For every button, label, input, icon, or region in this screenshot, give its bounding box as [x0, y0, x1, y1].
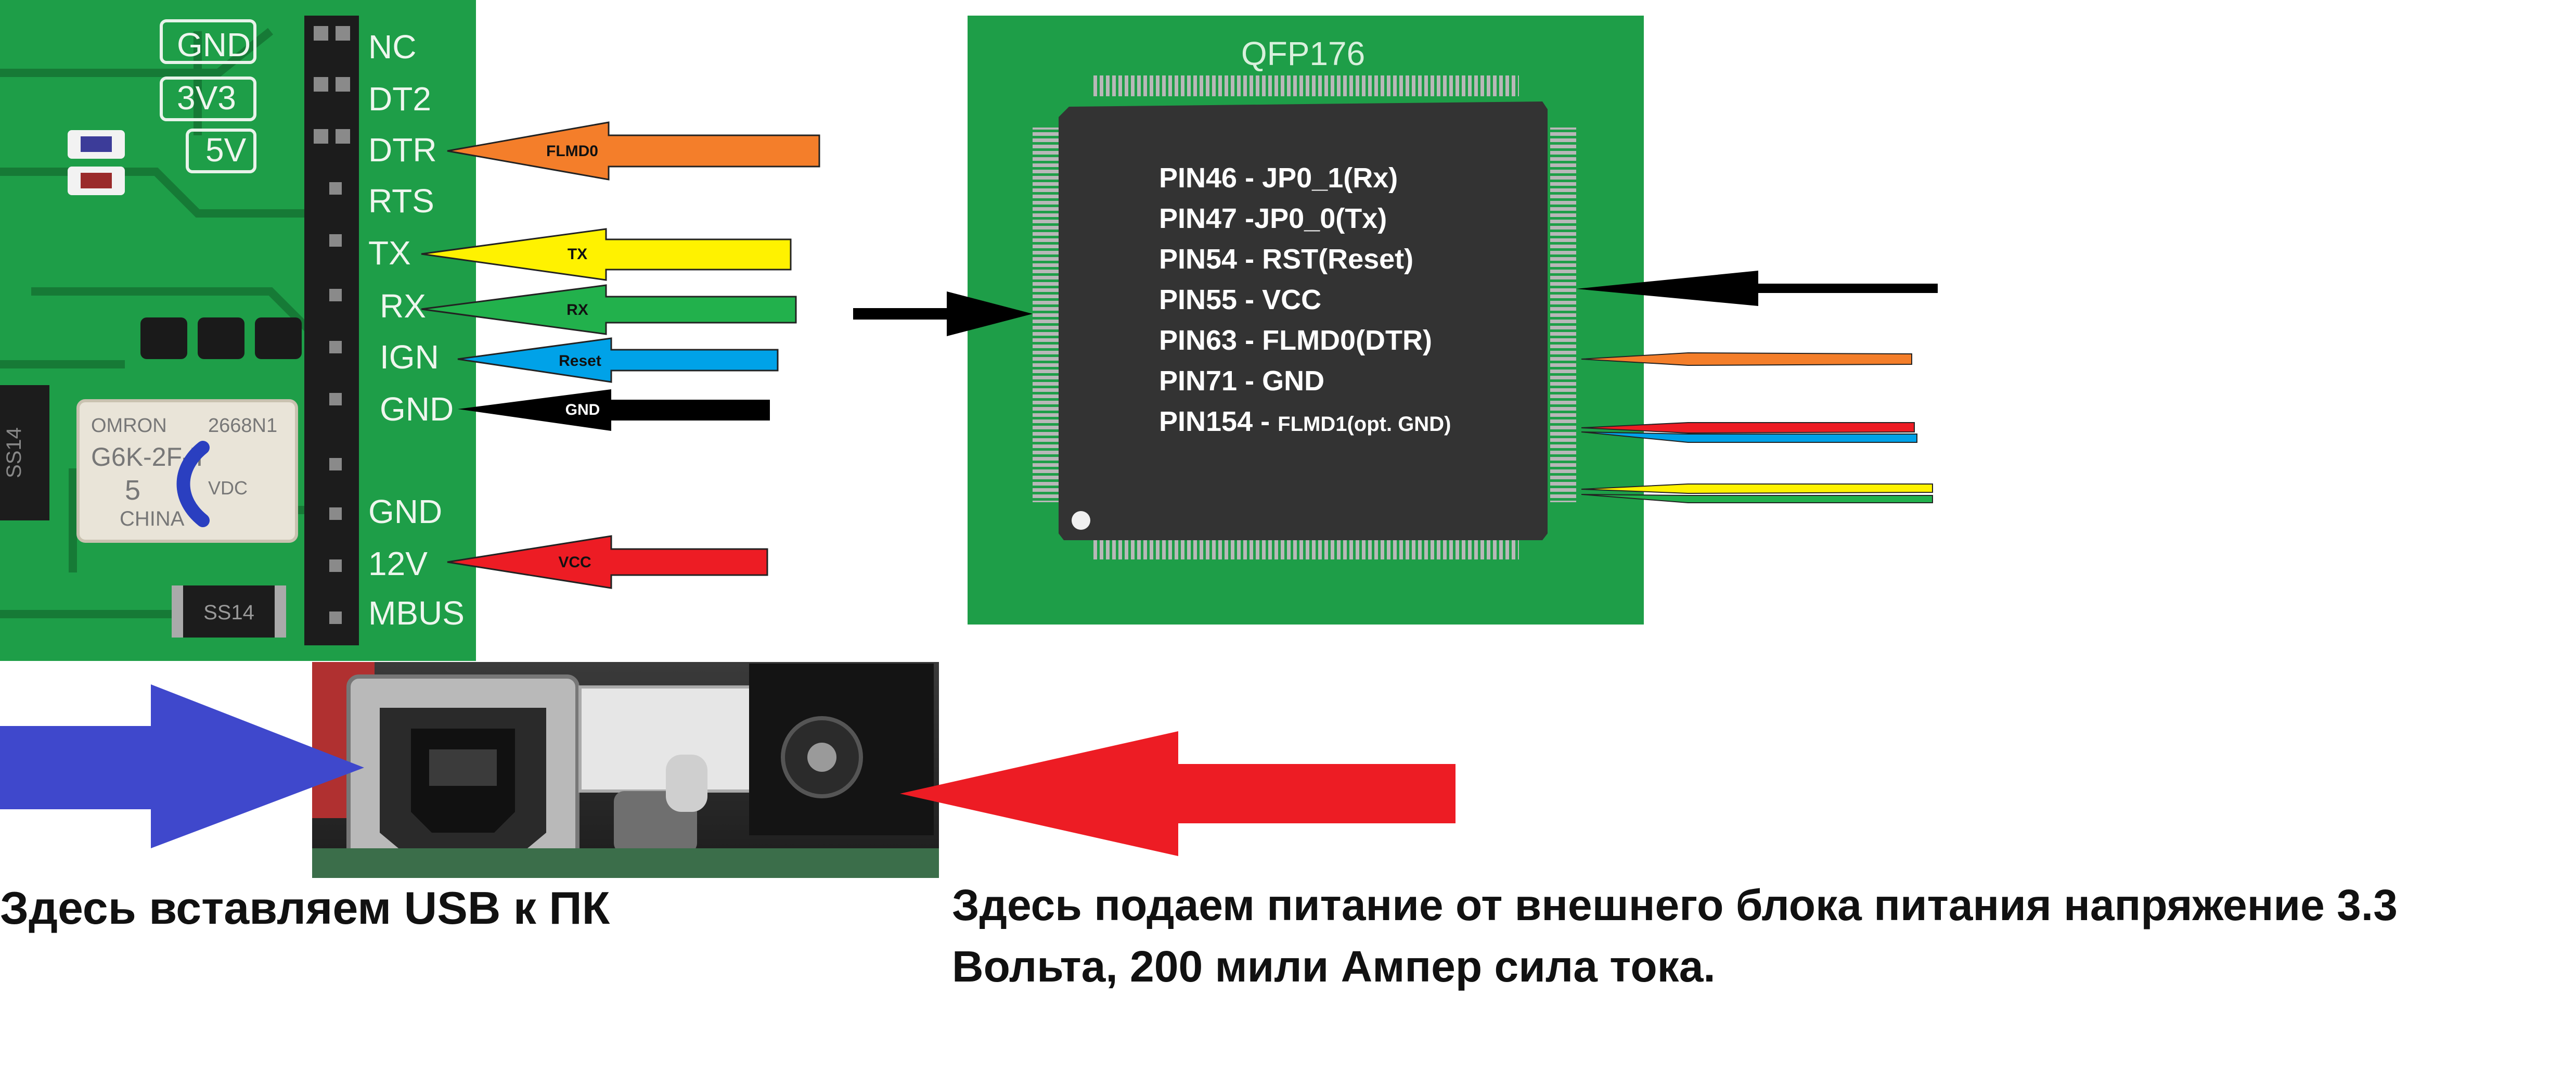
chip-line-black [1576, 271, 1938, 306]
usb-arrow [0, 684, 364, 848]
chip-diagram: QFP176 PIN46 - JP0_1(Rx) PIN47 -JP0_0(Tx… [968, 16, 1644, 625]
diode-label: SS14 [203, 601, 254, 624]
chip-arrow-left-black [853, 291, 1033, 336]
silk-label-12v: 12V [368, 545, 428, 582]
relay-unit: VDC [208, 477, 248, 499]
board-arrows: FLMD0 TX RX Reset GND VCC [421, 121, 820, 589]
pin-entry-63: PIN63 - FLMD0(DTR) [1159, 325, 1432, 356]
transistor-row [140, 317, 302, 359]
chip-package-label: QFP176 [1241, 35, 1365, 72]
relay-origin: CHINA [120, 507, 185, 530]
relay: OMRON 2668N1 G6K-2F-Y 5 VDC CHINA [76, 399, 298, 543]
led-components [68, 130, 125, 195]
pin-entry-54: PIN54 - RST(Reset) [1159, 244, 1413, 275]
connector-photo [312, 662, 939, 878]
pin-entry-154: PIN154 - FLMD1(opt. GND) [1159, 406, 1451, 437]
arrow-label-reset: Reset [559, 352, 601, 370]
left-silk-labels: GND 3V3 5V [177, 26, 251, 169]
arrow-label-flmd0: FLMD0 [546, 143, 598, 160]
power-arrow [900, 731, 1456, 856]
silk-label-gnd: GND [177, 26, 251, 63]
arrow-label-gnd: GND [565, 401, 600, 418]
usb-b-port [346, 674, 579, 876]
connector-pcb-strip [312, 848, 939, 878]
relay-code: 2668N1 [208, 415, 277, 437]
silk-label-dtr: DTR [368, 131, 437, 169]
arrow-rx: RX [421, 284, 797, 335]
arrow-label-tx: TX [568, 246, 587, 263]
arrow-vcc: VCC [447, 535, 768, 589]
power-caption-line-2: Вольта, 200 мили Ампер сила тока. [952, 942, 1716, 991]
chip-line-blue [1581, 431, 1917, 443]
pin-entry-55: PIN55 - VCC [1159, 284, 1321, 315]
silk-label-ign: IGN [380, 338, 439, 376]
arrow-gnd: GND [458, 389, 770, 431]
power-caption-line-1: Здесь подаем питание от внешнего блока п… [952, 881, 2398, 929]
arrow-tx: TX [421, 228, 792, 281]
pin-entry-71: PIN71 - GND [1159, 365, 1324, 397]
chip-pin-list: PIN46 - JP0_1(Rx) PIN47 -JP0_0(Tx) PIN54… [1159, 162, 1451, 437]
silk-label-mbus: MBUS [368, 594, 465, 632]
silk-label-dt2: DT2 [368, 80, 431, 118]
chip-body [1059, 101, 1548, 540]
arrow-reset: Reset [457, 337, 779, 383]
chip-connections [853, 271, 1938, 503]
right-silk-labels: NC DT2 DTR RTS TX RX IGN GND GND 12V MBU… [368, 28, 465, 632]
arrow-label-vcc: VCC [558, 554, 591, 571]
chip-line-green [1581, 494, 1933, 503]
sm-diode-bottom: SS14 [172, 585, 286, 638]
chip-pin1-marker [1072, 511, 1090, 530]
usb-caption: Здесь вставляем USB к ПК [0, 882, 610, 934]
svg-text:SS14: SS14 [3, 427, 25, 478]
relay-voltage: 5 [125, 475, 140, 506]
silk-label-3v3: 3V3 [177, 79, 236, 117]
blue-wire [176, 441, 210, 527]
silkscreen-boxes [160, 19, 256, 173]
arrow-flmd0: FLMD0 [447, 121, 820, 181]
arrow-label-rx: RX [566, 301, 588, 319]
capacitor [666, 755, 707, 812]
chip-pins-left [1033, 128, 1059, 502]
pin-header [304, 16, 359, 645]
pin-entry-46: PIN46 - JP0_1(Rx) [1159, 162, 1398, 194]
chip-pins-bottom [1092, 539, 1519, 559]
sm-chip-left: SS14 [0, 385, 49, 520]
chip-line-orange [1581, 352, 1912, 366]
chip-pins-right [1550, 128, 1576, 502]
silk-label-rts: RTS [368, 182, 434, 220]
pin-entry-47: PIN47 -JP0_0(Tx) [1159, 203, 1387, 234]
silk-label-5v: 5V [205, 131, 247, 169]
chip-line-yellow [1581, 483, 1933, 494]
silk-label-nc: NC [368, 28, 416, 66]
chip-line-red [1581, 422, 1915, 434]
silk-label-gnd-1: GND [380, 390, 454, 428]
relay-brand: OMRON [91, 415, 167, 437]
silk-label-gnd-2: GND [368, 493, 442, 530]
power-caption: Здесь подаем питание от внешнего блока п… [952, 874, 2513, 997]
silk-label-tx: TX [368, 234, 411, 272]
silk-label-rx: RX [380, 287, 426, 325]
pcb-board: SS14 OMRON 2668N1 G6K-2F-Y 5 VDC CHINA S… [0, 0, 476, 661]
dc-jack [749, 664, 934, 835]
chip-pins-top [1092, 75, 1519, 96]
